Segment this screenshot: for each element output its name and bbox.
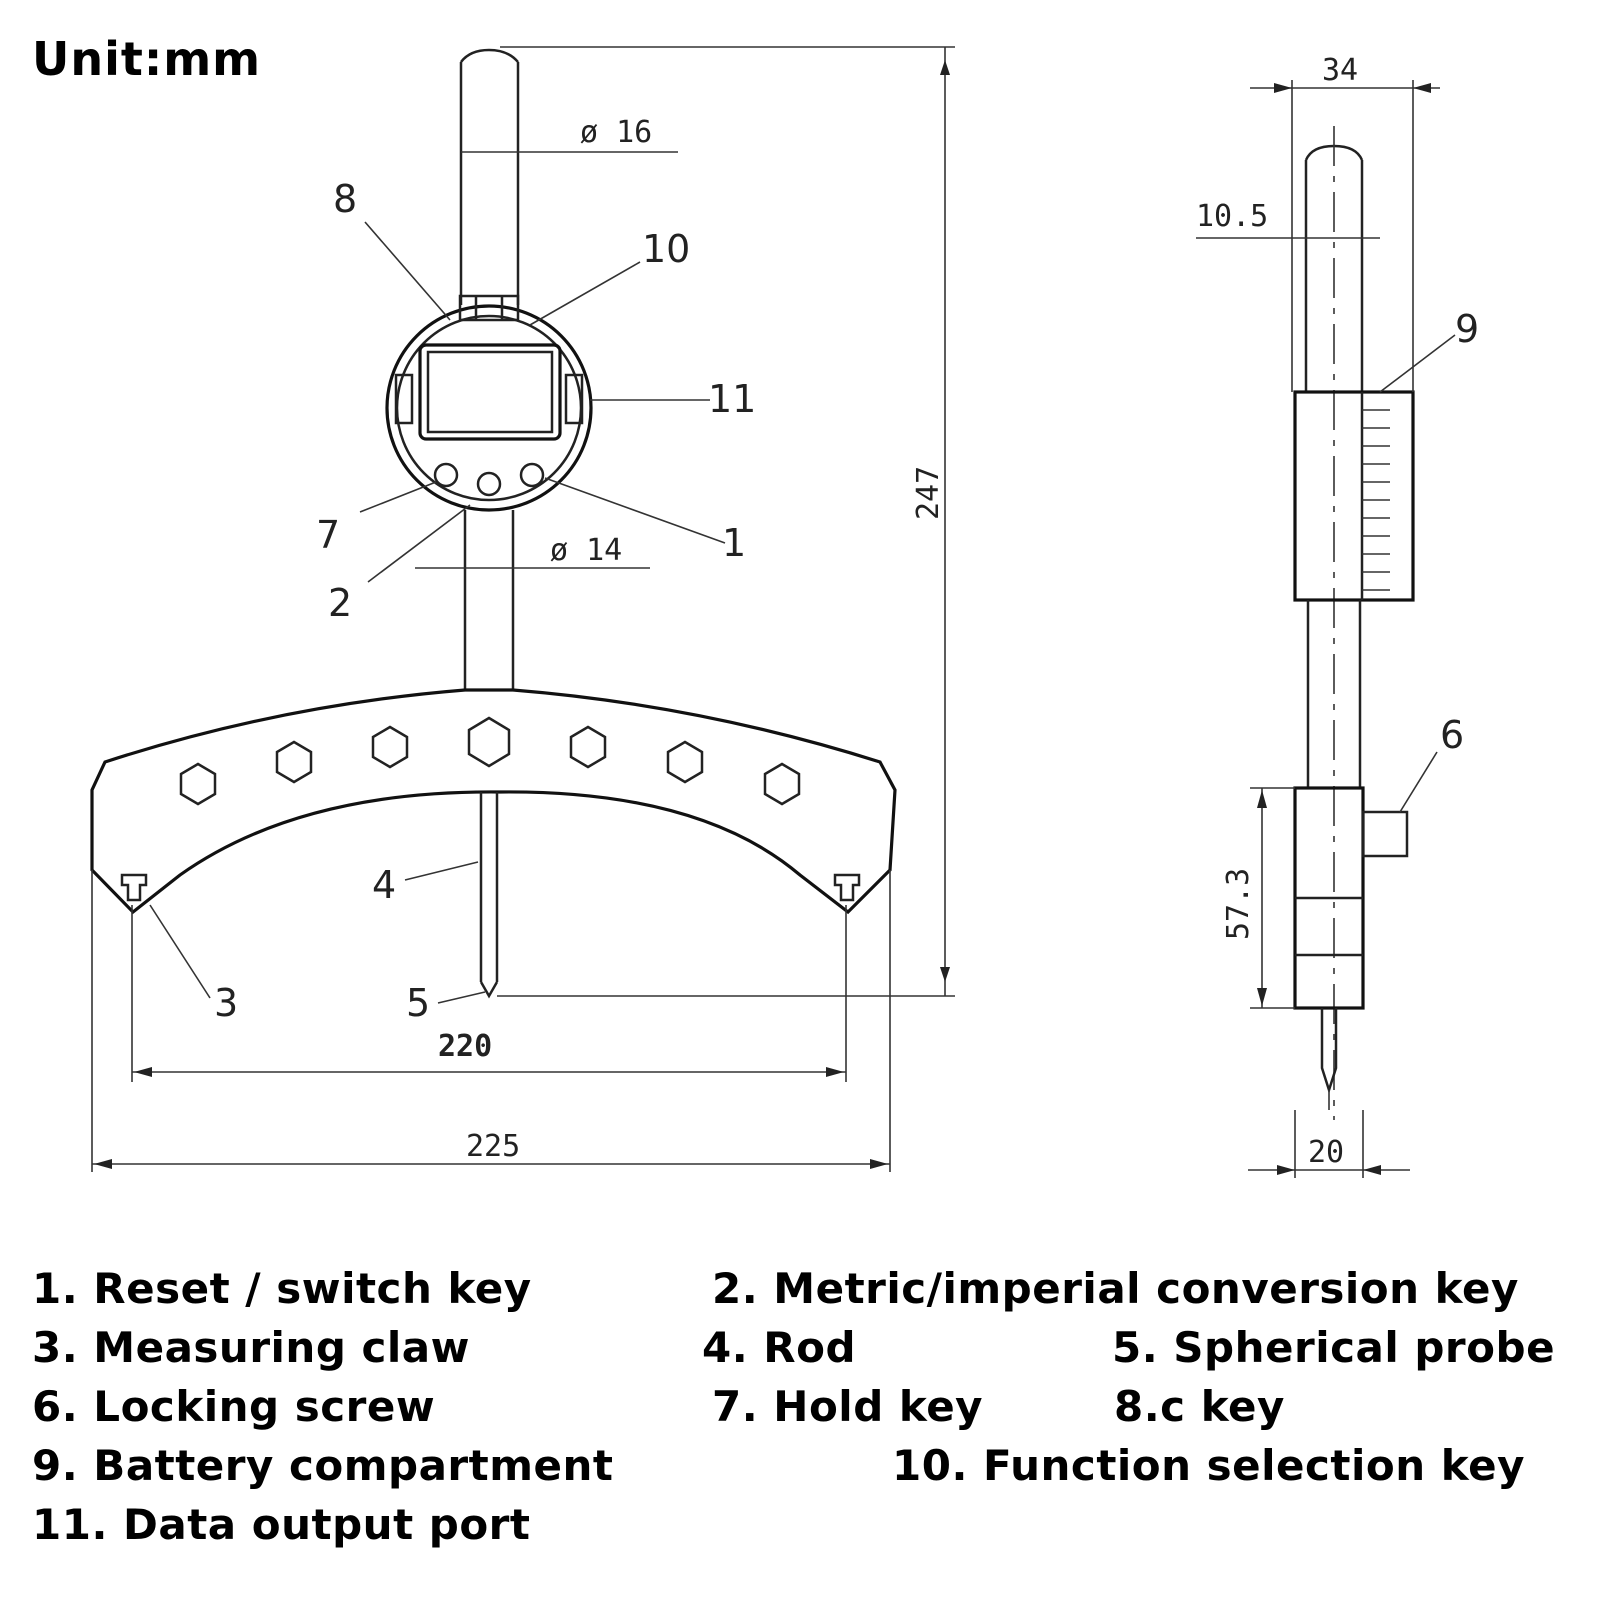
callout-11: 11: [708, 377, 756, 421]
legend-item-9: 9. Battery compartment: [32, 1441, 614, 1490]
dim-depth: 34: [1322, 53, 1358, 88]
dim-height: 247: [911, 466, 946, 520]
legend-item-10: 10. Function selection key: [892, 1441, 1525, 1490]
dim-side-stem: 10.5: [1196, 199, 1268, 234]
legend-item-8: 8.c key: [1114, 1382, 1285, 1431]
callout-7: 7: [316, 513, 340, 557]
callout-3: 3: [214, 981, 238, 1025]
dim-side-tip-width: 20: [1308, 1135, 1344, 1170]
callout-8: 8: [333, 177, 357, 221]
legend-item-1: 1. Reset / switch key: [32, 1264, 532, 1313]
legend-item-4: 4. Rod: [702, 1323, 857, 1372]
dim-probe-span: 220: [438, 1029, 492, 1064]
callout-4: 4: [372, 863, 396, 907]
legend-item-7: 7. Hold key: [712, 1382, 984, 1431]
dim-rod-diameter: ø 14: [550, 533, 622, 568]
callout-1: 1: [722, 521, 746, 565]
legend-item-5: 5. Spherical probe: [1112, 1323, 1556, 1372]
dim-side-height: 57.3: [1221, 868, 1256, 940]
callout-10: 10: [642, 227, 690, 271]
technical-drawing: ø 16 ø 14 247 220 225 8 10 11 1 7 2 4 3 …: [90, 46, 1479, 1178]
callout-9: 9: [1455, 307, 1479, 351]
callout-6: 6: [1440, 713, 1464, 757]
callout-2: 2: [328, 581, 352, 625]
legend-item-11: 11. Data output port: [32, 1500, 531, 1549]
legend-item-2: 2. Metric/imperial conversion key: [712, 1264, 1519, 1313]
callout-5: 5: [406, 981, 430, 1025]
legend-item-3: 3. Measuring claw: [32, 1323, 470, 1372]
front-view: [90, 46, 955, 1172]
dim-stem-diameter: ø 16: [580, 115, 652, 150]
dim-overall-width: 225: [466, 1129, 520, 1164]
side-view: [1196, 80, 1456, 1178]
legend-item-6: 6. Locking screw: [32, 1382, 436, 1431]
unit-label: Unit:mm: [32, 32, 262, 86]
